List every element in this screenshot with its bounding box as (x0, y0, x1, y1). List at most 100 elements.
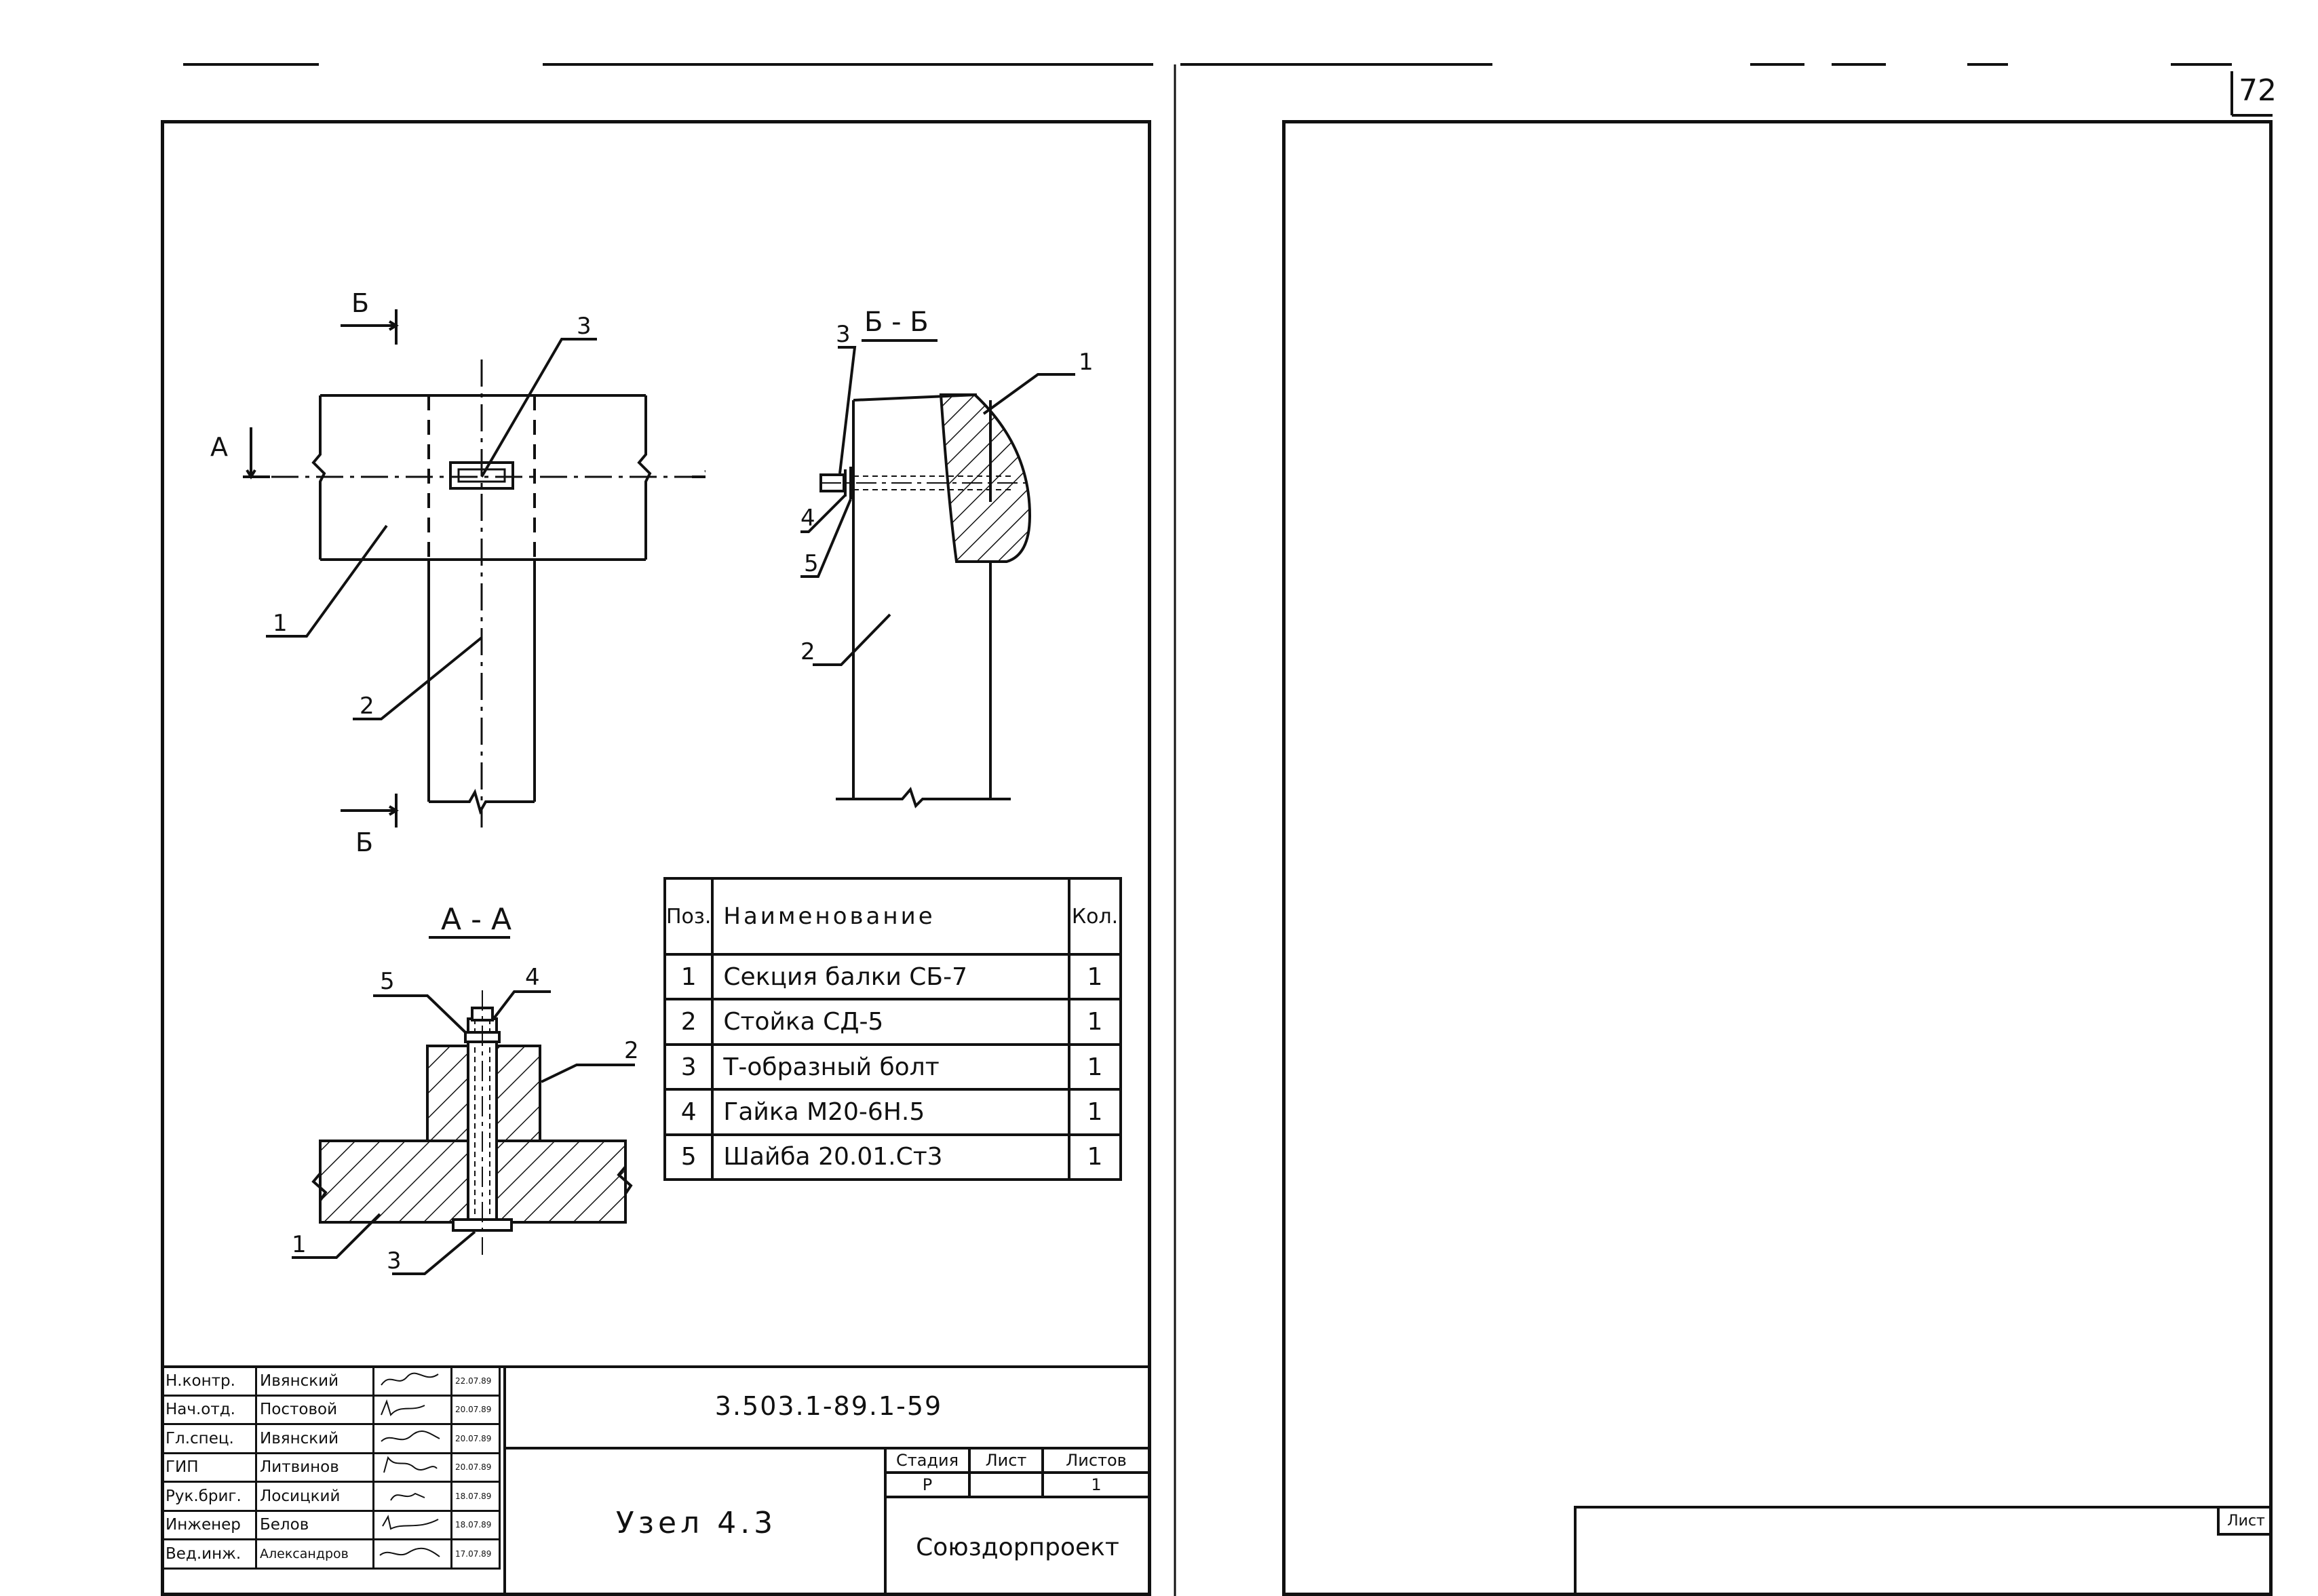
spec-cell-qty: 1 (1068, 998, 1122, 1046)
signature-date: 20.07.89 (450, 1394, 501, 1425)
sheets-value: 1 (1041, 1471, 1151, 1498)
spec-header-row: Поз. Наименование Кол. (663, 876, 1122, 956)
spec-cell-pos: 3 (663, 1043, 714, 1091)
spec-cell-pos: 1 (663, 953, 714, 1001)
signature-role: Нач.отд. (161, 1394, 257, 1425)
signature-mark (372, 1423, 452, 1454)
callout-top-3: 3 (577, 313, 592, 340)
spec-cell-pos: 2 (663, 998, 714, 1046)
specification-table: Поз. Наименование Кол. 1 Секция балки СБ… (663, 876, 1122, 1182)
signature-mark (372, 1365, 452, 1397)
signature-role: Н.контр. (161, 1365, 257, 1397)
left-sheet-frame (161, 120, 1151, 1596)
callout-aa-3: 3 (387, 1247, 402, 1274)
doc-code: 3.503.1-89.1-59 (714, 1391, 943, 1421)
spec-row: 5 Шайба 20.01.Ст3 1 (663, 1133, 1122, 1182)
callout-bb-5: 5 (804, 550, 819, 577)
spec-cell-pos: 4 (663, 1088, 714, 1136)
drawing-title-cell: Узел 4.3 (503, 1447, 887, 1596)
spec-row: 4 Гайка М20-6Н.5 1 (663, 1088, 1122, 1136)
callout-aa-5: 5 (380, 968, 395, 995)
drawing-title: Узел 4.3 (615, 1505, 777, 1540)
doc-code-cell: 3.503.1-89.1-59 (503, 1365, 1151, 1449)
right-sheet-title-block (1574, 1506, 2273, 1596)
signature-role: Вед.инж. (161, 1538, 257, 1570)
spec-row: 3 Т-образный болт 1 (663, 1043, 1122, 1091)
section-a-label-left: А (210, 432, 228, 462)
spec-cell-qty: 1 (1068, 1133, 1122, 1182)
signature-name: Литвинов (255, 1452, 374, 1483)
sheets-header: Листов (1041, 1447, 1151, 1474)
section-bb-title: Б - Б (864, 307, 929, 338)
signature-row: Рук.бриг. Лосицкий 18.07.89 (161, 1481, 501, 1512)
callout-aa-1: 1 (292, 1231, 307, 1258)
signature-mark (372, 1538, 452, 1570)
spec-header-qty: Кол. (1068, 876, 1122, 956)
signature-name: Ивянский (255, 1423, 374, 1454)
spec-cell-name: Секция балки СБ-7 (711, 953, 1070, 1001)
signature-date: 18.07.89 (450, 1509, 501, 1540)
right-sheet-frame (1282, 120, 2273, 1596)
signature-row: Вед.инж. Александров 17.07.89 (161, 1538, 501, 1570)
section-aa-drawing: А - А 5 4 2 1 3 (292, 902, 639, 1275)
signature-mark (372, 1481, 452, 1512)
signature-date: 20.07.89 (450, 1452, 501, 1483)
signature-mark (372, 1509, 452, 1540)
signature-role: Гл.спец. (161, 1423, 257, 1454)
section-b-label-bottom: Б (355, 828, 373, 857)
stage-value: Р (884, 1471, 971, 1498)
sheet-header: Лист (968, 1447, 1044, 1474)
right-sheet-label: Лист (2217, 1506, 2273, 1536)
signature-name: Постовой (255, 1394, 374, 1425)
section-bb-drawing: Б - Б 1 3 4 5 2 (800, 307, 1094, 809)
spec-cell-name: Гайка М20-6Н.5 (711, 1088, 1070, 1136)
spec-header-pos: Поз. (663, 876, 714, 956)
signature-name: Лосицкий (255, 1481, 374, 1512)
spec-cell-qty: 1 (1068, 1088, 1122, 1136)
spec-row: 1 Секция балки СБ-7 1 (663, 953, 1122, 1001)
organization-cell: Союздорпроект (884, 1496, 1151, 1596)
spec-cell-qty: 1 (1068, 953, 1122, 1001)
callout-top-1: 1 (273, 610, 288, 637)
spec-cell-name: Т-образный болт (711, 1043, 1070, 1091)
signature-role: Рук.бриг. (161, 1481, 257, 1512)
signature-row: Н.контр. Ивянский 22.07.89 (161, 1365, 501, 1397)
signature-table: Н.контр. Ивянский 22.07.89 Нач.отд. Пост… (161, 1365, 501, 1570)
signature-row: Инженер Белов 18.07.89 (161, 1509, 501, 1540)
section-b-label-top: Б (351, 288, 369, 318)
spec-cell-name: Шайба 20.01.Ст3 (711, 1133, 1070, 1182)
spec-cell-name: Стойка СД-5 (711, 998, 1070, 1046)
spec-cell-pos: 5 (663, 1133, 714, 1182)
signature-date: 20.07.89 (450, 1423, 501, 1454)
signature-row: ГИП Литвинов 20.07.89 (161, 1452, 501, 1483)
signature-row: Нач.отд. Постовой 20.07.89 (161, 1394, 501, 1425)
signature-date: 18.07.89 (450, 1481, 501, 1512)
signature-date: 22.07.89 (450, 1365, 501, 1397)
organization-name: Союздорпроект (916, 1533, 1119, 1561)
signature-name: Белов (255, 1509, 374, 1540)
callout-top-2: 2 (360, 693, 374, 720)
stage-header: Стадия (884, 1447, 971, 1474)
title-block-top-rule (161, 1365, 1151, 1368)
signature-role: ГИП (161, 1452, 257, 1483)
signature-name: Ивянский (255, 1365, 374, 1397)
signature-mark (372, 1452, 452, 1483)
callout-bb-3: 3 (836, 321, 851, 348)
callout-bb-1: 1 (1079, 349, 1094, 376)
callout-aa-2: 2 (624, 1037, 639, 1064)
section-aa-title: А - А (441, 902, 511, 937)
sheet-value (968, 1471, 1044, 1498)
callout-bb-2: 2 (800, 638, 815, 665)
signature-row: Гл.спец. Ивянский 20.07.89 (161, 1423, 501, 1454)
callout-aa-4: 4 (525, 964, 540, 991)
page-number: 72 (2239, 73, 2277, 108)
top-view-drawing: Б Б А А 3 1 2 (210, 288, 706, 857)
signature-role: Инженер (161, 1509, 257, 1540)
signature-name: Александров (255, 1538, 374, 1570)
spec-row: 2 Стойка СД-5 1 (663, 998, 1122, 1046)
signature-date: 17.07.89 (450, 1538, 501, 1570)
callout-bb-4: 4 (800, 505, 815, 532)
spec-header-name: Наименование (711, 876, 1070, 956)
spec-cell-qty: 1 (1068, 1043, 1122, 1091)
